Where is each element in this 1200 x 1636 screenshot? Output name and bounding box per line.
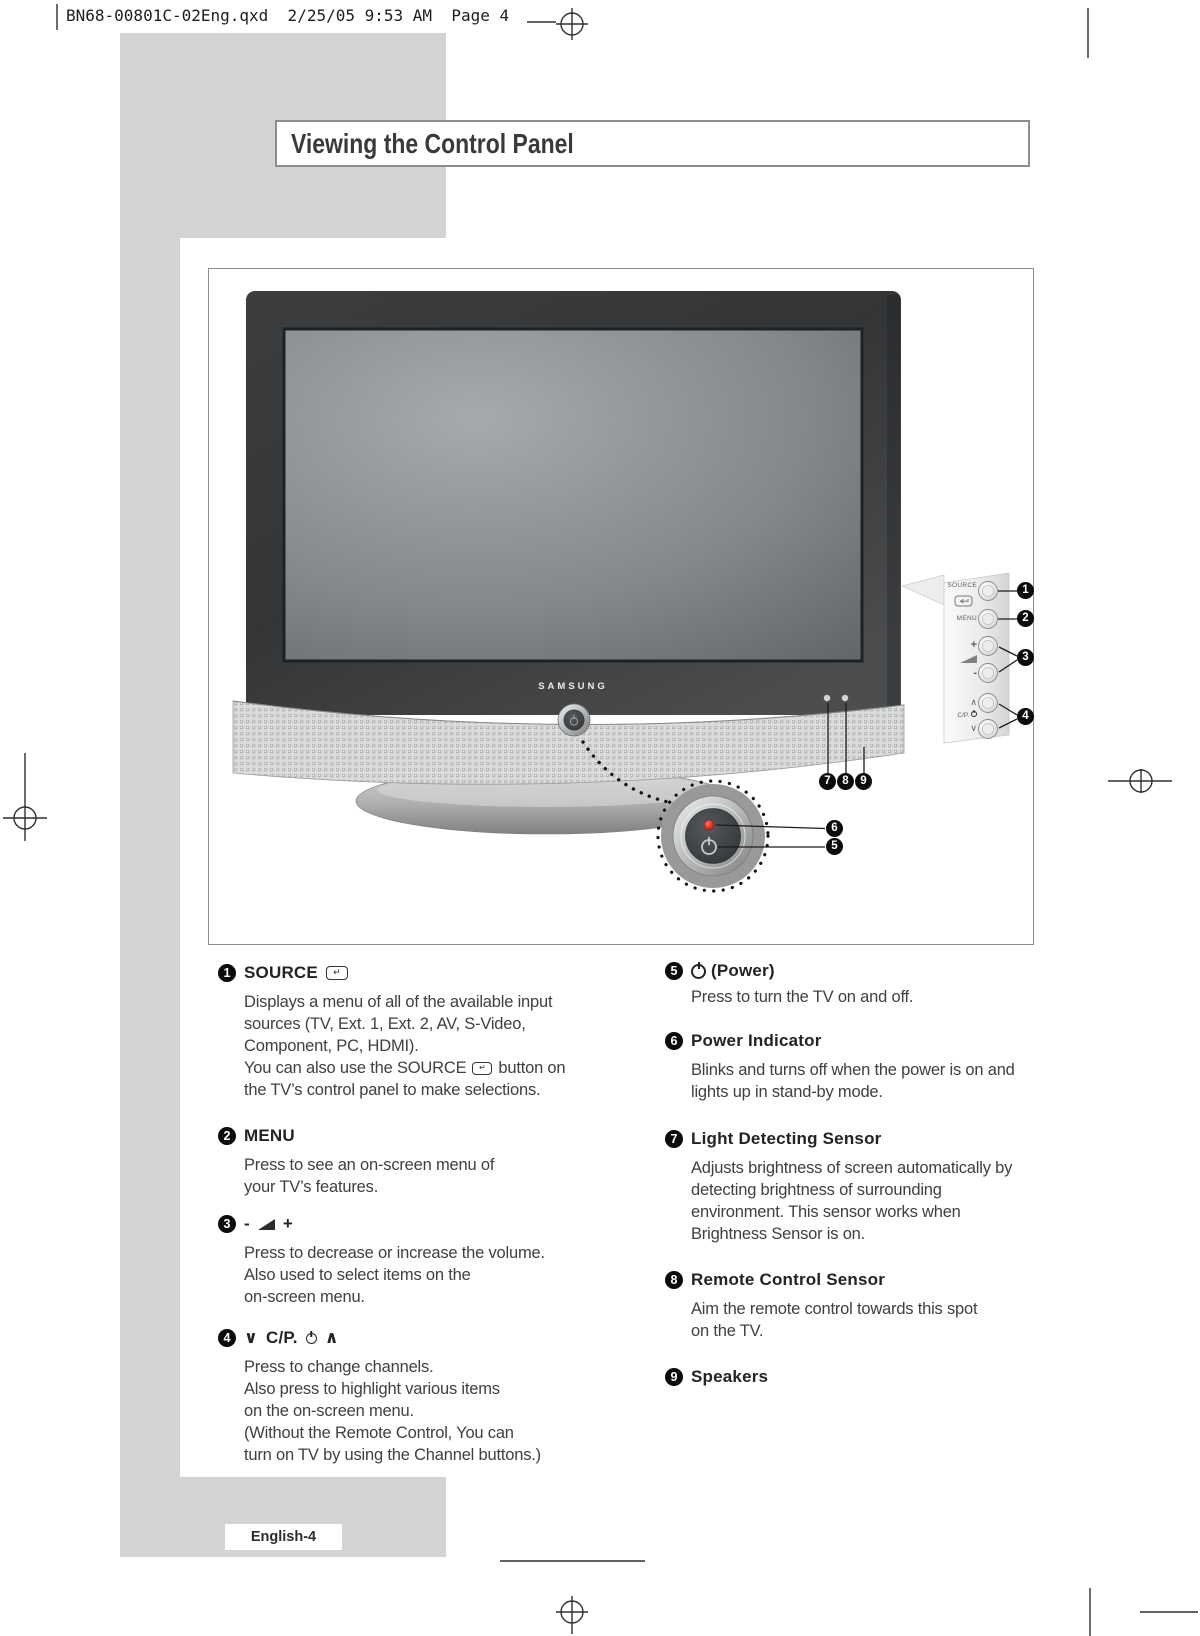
brand-logo: SAMSUNG <box>538 681 608 692</box>
section-number-badge: 3 <box>218 1215 236 1233</box>
tv-illustration <box>232 291 1018 893</box>
callout-1: 1 <box>1017 582 1034 599</box>
enter-icon: ↵ <box>472 1061 493 1075</box>
panel-label-source: SOURCE <box>947 582 977 589</box>
callout-7: 7 <box>819 773 836 790</box>
page-title: Viewing the Control Panel <box>291 127 574 159</box>
page-footer-label: English-4 <box>225 1524 342 1550</box>
tv-figure: SAMSUNG SOURCE MENU + - ∧ C/P. ∨ 1 2 3 4… <box>208 268 1034 945</box>
title-box: Viewing the Control Panel <box>275 120 1030 167</box>
callout-6: 6 <box>826 820 843 837</box>
section-light-sensor: 7 Light Detecting Sensor Adjusts brightn… <box>665 1129 1105 1245</box>
enter-icon: ↵ <box>325 966 348 980</box>
prepress-header: BN68-00801C-02Eng.qxd 2/25/05 9:53 AM Pa… <box>66 6 510 25</box>
section-number-badge: 2 <box>218 1127 236 1145</box>
section-number-badge: 1 <box>218 964 236 982</box>
section-number-badge: 4 <box>218 1329 236 1347</box>
section-number-badge: 6 <box>665 1032 683 1050</box>
callout-2: 2 <box>1017 610 1034 627</box>
section-channel: 4 ∨ C/P. ∧ Press to change channels. Als… <box>218 1328 658 1466</box>
callout-lines <box>827 590 1018 773</box>
section-number-badge: 9 <box>665 1368 683 1386</box>
panel-label-cp: C/P. <box>957 711 977 719</box>
panel-label-channel-down: ∨ <box>970 723 977 733</box>
section-number-badge: 5 <box>665 962 683 980</box>
section-number-badge: 8 <box>665 1271 683 1289</box>
panel-buttons <box>978 581 998 739</box>
section-number-badge: 7 <box>665 1130 683 1148</box>
panel-enter-icon <box>954 595 973 607</box>
panel-label-menu: MENU <box>956 615 977 622</box>
volume-wedge-icon <box>257 1218 275 1230</box>
section-source: 1 SOURCE ↵ Displays a menu of all of the… <box>218 963 658 1101</box>
panel-label-channel-up: ∧ <box>970 697 977 707</box>
callout-8: 8 <box>837 773 854 790</box>
callout-3: 3 <box>1017 649 1034 666</box>
section-remote-sensor: 8 Remote Control Sensor Aim the remote c… <box>665 1270 1105 1342</box>
callout-4: 4 <box>1017 708 1034 725</box>
power-icon <box>305 1332 317 1344</box>
section-speakers: 9 Speakers <box>665 1367 1105 1387</box>
power-button-magnifier <box>656 779 826 893</box>
power-icon <box>691 963 706 979</box>
power-icon <box>971 711 977 717</box>
callout-9: 9 <box>855 773 872 790</box>
panel-volume-wedge-icon <box>960 655 977 663</box>
power-led <box>703 819 715 831</box>
section-power: 5 (Power) Press to turn the TV on and of… <box>665 961 1105 1008</box>
section-menu: 2 MENU Press to see an on-screen menu of… <box>218 1126 658 1198</box>
callout-5: 5 <box>826 838 843 855</box>
panel-label-volume-down: - <box>973 667 977 679</box>
panel-label-volume-up: + <box>970 639 977 651</box>
section-power-indicator: 6 Power Indicator Blinks and turns off w… <box>665 1031 1105 1103</box>
section-volume: 3 - + Press to decrease or increase the … <box>218 1214 658 1308</box>
